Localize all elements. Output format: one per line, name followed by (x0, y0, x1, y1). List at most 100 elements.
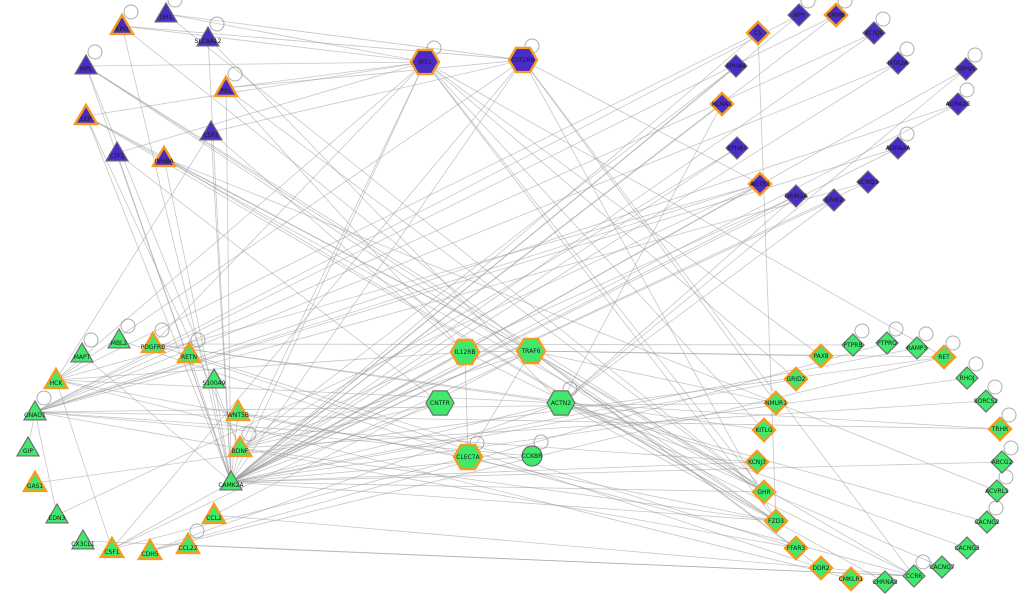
node-ctf1[interactable]: CTF1 (104, 140, 130, 162)
edge-grin2a-camk2a (230, 195, 797, 483)
node-cacng7[interactable]: CACNG7 (929, 555, 955, 579)
diamond-shape (946, 92, 970, 116)
edge-actn2-kcnj3 (560, 402, 758, 463)
edge-cntfr-camk2a (230, 402, 441, 483)
node-cckbr[interactable]: CCKBR (521, 445, 543, 467)
node-agtr1[interactable]: AGTR1 (747, 171, 773, 197)
node-kcnj3[interactable]: KCNJ3 (744, 449, 770, 475)
node-rhoj[interactable]: RHOJ (955, 366, 979, 390)
self-loop-edge (167, 0, 183, 8)
node-kcnj5[interactable]: KCNJ5 (862, 21, 886, 45)
node-grik2[interactable]: GRIK2 (822, 188, 846, 212)
node-ccr6[interactable]: CCR6 (902, 564, 926, 588)
node-ptprb[interactable]: PTPRB (841, 333, 865, 357)
diamond-shape (875, 331, 899, 355)
node-traf6[interactable]: TRAF6 (515, 337, 547, 365)
diamond-shape (747, 171, 773, 197)
node-cacng2[interactable]: CACNG2 (974, 510, 1000, 534)
node-edn3[interactable]: EDN3 (44, 502, 70, 524)
node-gip[interactable]: GIP (15, 435, 41, 457)
edge-actn2-cacng3 (560, 402, 968, 549)
node-grid2[interactable]: GRID2 (783, 366, 809, 392)
edge-csf3-hck (55, 131, 212, 381)
self-loop-edge (87, 44, 103, 60)
node-epha7[interactable]: EPHA7 (725, 136, 749, 160)
node-trpv5[interactable]: TRPV5 (954, 57, 978, 81)
edge-csf2rb-csf1 (111, 59, 524, 550)
node-pdgfrb[interactable]: PDGFRB (139, 330, 167, 354)
node-csf1[interactable]: CSF1 (98, 535, 126, 559)
node-ret[interactable]: RET (931, 344, 957, 370)
triangle-shape (21, 469, 49, 493)
edge-traf6-ccl2 (213, 350, 532, 516)
node-mapt[interactable]: MAPT (69, 341, 95, 363)
diamond-shape (784, 184, 808, 208)
node-cntfr[interactable]: CNTFR (425, 390, 455, 416)
node-inhba[interactable]: INHBA (150, 144, 178, 168)
edge-rhoj-camk2a (230, 377, 968, 483)
node-kitlg[interactable]: KITLG (751, 417, 777, 443)
node-gh1[interactable]: GH1 (153, 1, 179, 23)
node-hck[interactable]: HCK (42, 366, 70, 390)
edge-mapt-camk2a (81, 353, 232, 483)
node-prl[interactable]: PRL (212, 74, 240, 98)
edge-slc6a12-actn2 (207, 37, 562, 404)
node-adra2c[interactable]: ADRA2C (946, 92, 971, 116)
edge-traf6-nmur1 (530, 350, 777, 404)
diamond-shape (931, 344, 957, 370)
edge-epo-traf6 (121, 25, 532, 352)
self-loop-edge (123, 4, 139, 20)
edge-retn-ffar3 (188, 353, 797, 549)
node-trhr[interactable]: TRHR (987, 416, 1013, 442)
triangle-shape (150, 144, 178, 168)
node-sorcs2[interactable]: SORCS2 (974, 389, 998, 413)
node-acvrl1[interactable]: ACVRL1 (985, 479, 1009, 503)
edge-fzd3-camk2a (230, 481, 777, 522)
edge-cdh5-ret (149, 356, 945, 552)
node-gnao1[interactable]: GNAO1 (22, 399, 48, 421)
node-kcna1[interactable]: KCNA1 (709, 91, 735, 117)
edge-il12rb-csf1 (111, 351, 466, 550)
edge-ctf1-irs1 (116, 61, 426, 154)
node-abcg2[interactable]: ABCG2 (990, 450, 1014, 474)
node-ramp3[interactable]: RAMP3 (905, 336, 929, 360)
node-ffar3[interactable]: FFAR3 (783, 535, 809, 561)
diamond-shape (902, 564, 926, 588)
edge-actn2-camk2a (230, 402, 562, 483)
node-ptpro[interactable]: PTPRO (875, 331, 899, 355)
self-loop-edge (918, 326, 934, 342)
triangle-shape (73, 53, 99, 75)
node-clec7a[interactable]: CLEC7A (452, 443, 484, 471)
node-mpl[interactable]: MPL (73, 53, 99, 75)
edge-csf3-csf2rb (210, 59, 524, 133)
node-htr2a[interactable]: HTR2A (886, 51, 910, 75)
node-npy[interactable]: NPY (787, 3, 811, 27)
node-nmur1[interactable]: NMUR1 (763, 390, 789, 416)
triangle-shape (22, 399, 48, 421)
node-gas1[interactable]: GAS1 (21, 469, 49, 493)
edge-s100a9-camk2a (213, 379, 232, 483)
diamond-shape (886, 51, 910, 75)
node-slc6a12[interactable]: SLC6A12 (195, 25, 222, 47)
self-loop-edge (837, 0, 853, 9)
node-csf2rb[interactable]: CSF2RB (507, 46, 539, 74)
node-grm8[interactable]: GRM8 (823, 2, 849, 28)
edge-kcna1-actn2 (560, 103, 723, 404)
node-epo[interactable]: EPO (108, 12, 136, 36)
edge-mpl-ghr (85, 65, 765, 493)
node-kcnq3[interactable]: KCNQ3 (856, 170, 880, 194)
node-adra2a[interactable]: ADRA2A (886, 136, 912, 160)
node-ddr2[interactable]: DDR2 (808, 555, 834, 581)
edge-cx3cl1-ccr6 (82, 540, 915, 577)
node-cacng3[interactable]: CACNG3 (954, 536, 980, 560)
diamond-shape (955, 366, 979, 390)
diamond-shape (838, 566, 864, 592)
node-il12rb[interactable]: IL12RB (449, 338, 481, 366)
node-ccl2[interactable]: CCL2 (200, 501, 228, 525)
edge-agtr1-edn3 (56, 183, 761, 516)
node-irs1[interactable]: IRS1 (409, 48, 441, 76)
node-cx3cl1[interactable]: CX3CL1 (70, 528, 96, 550)
edge-agtr1-gnao1 (34, 183, 761, 413)
